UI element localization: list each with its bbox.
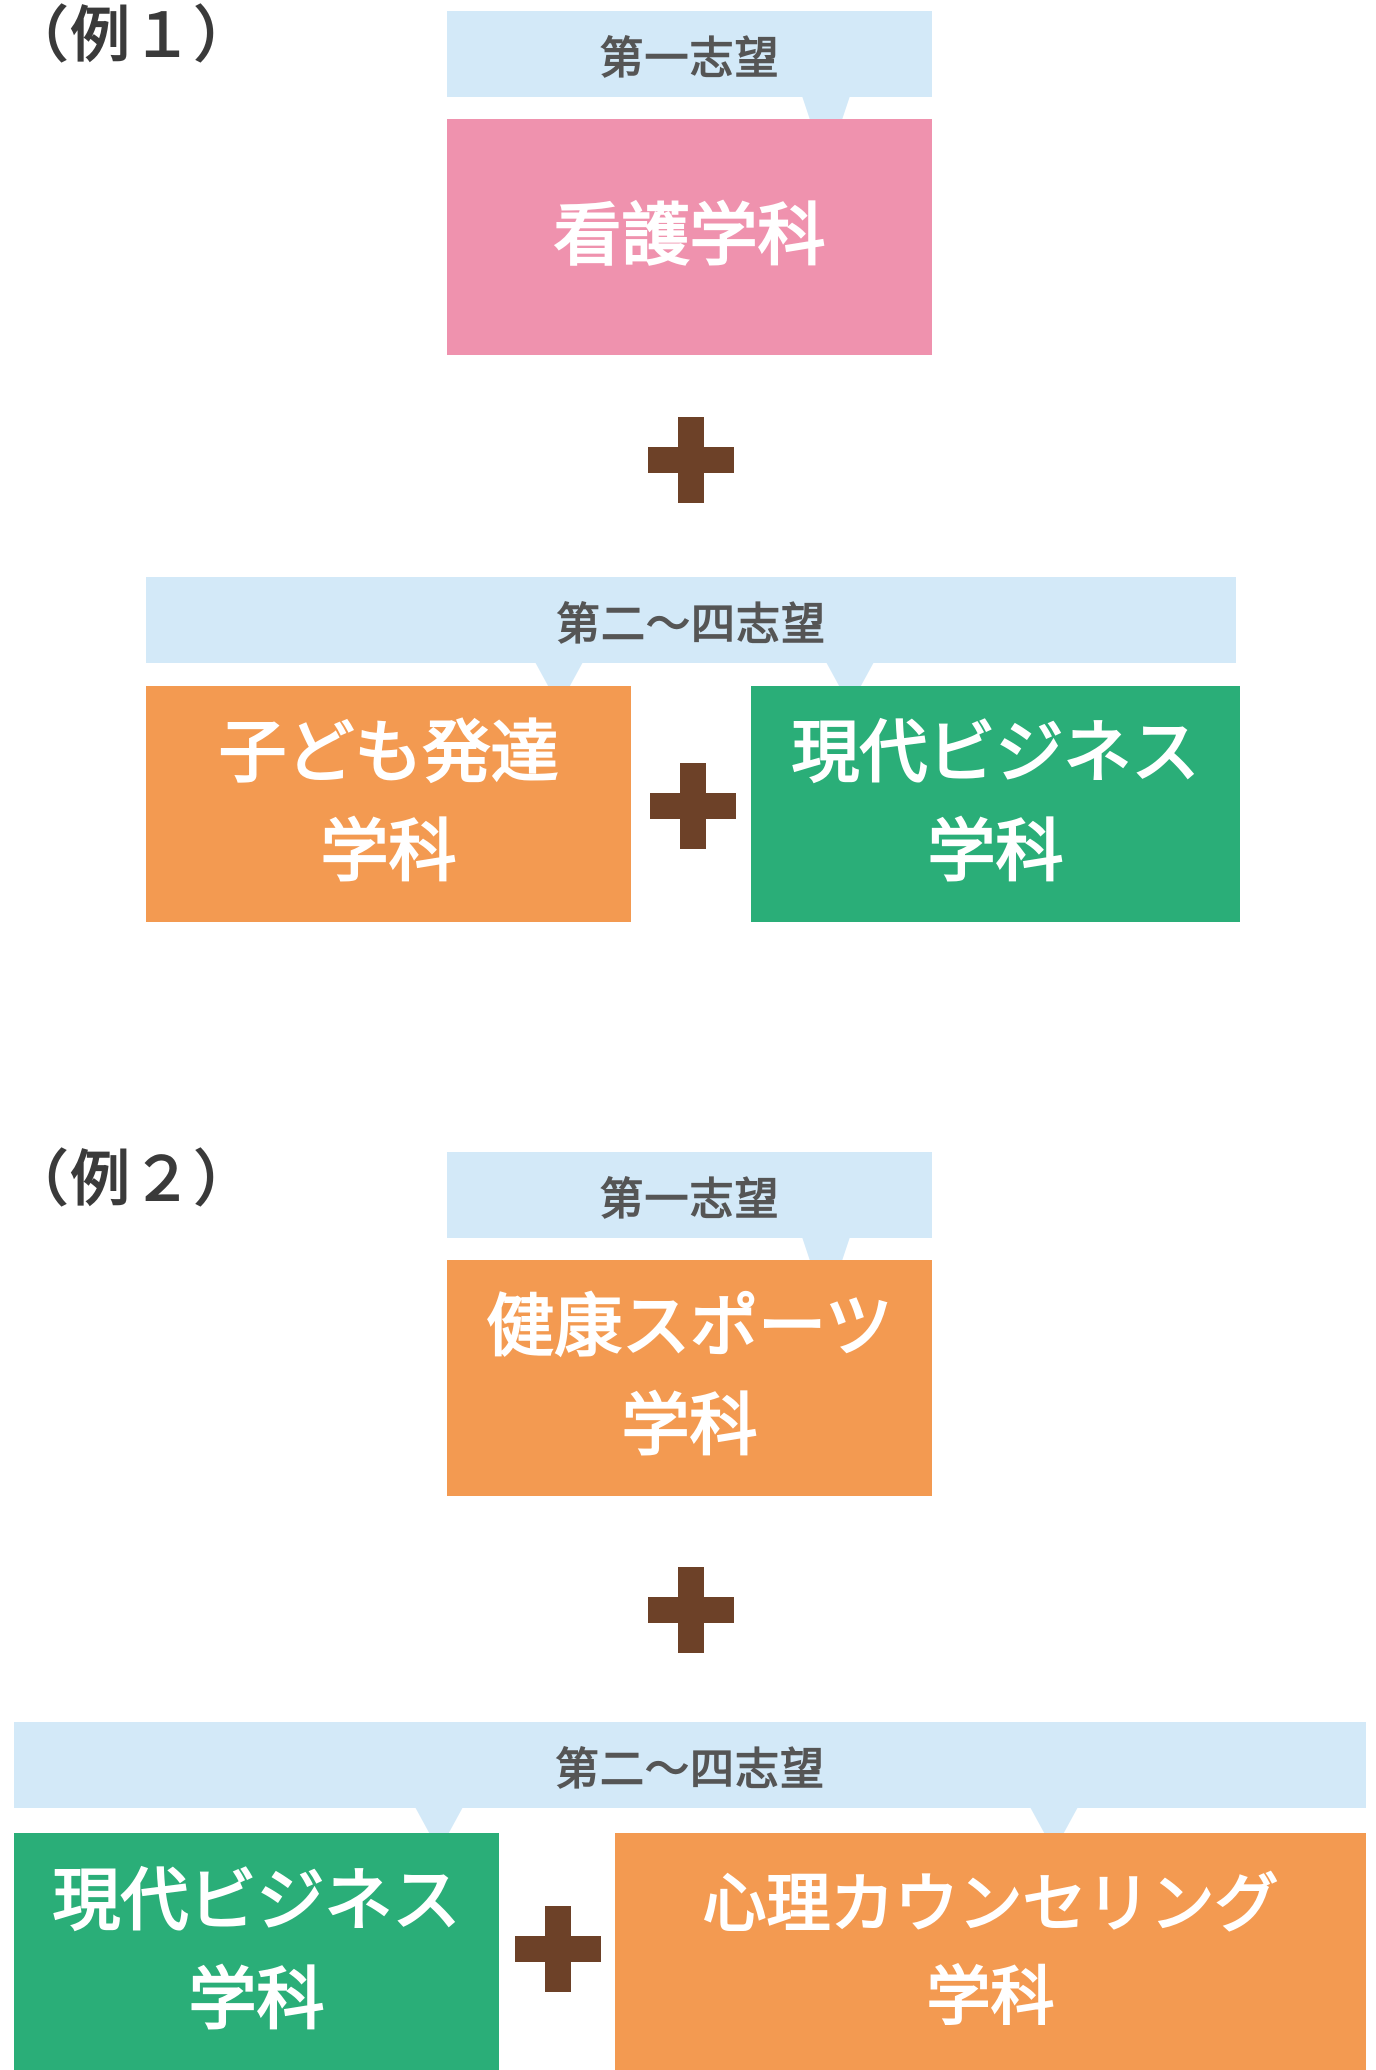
department-name-line2: 学科 (320, 813, 457, 892)
plus-icon (648, 1567, 734, 1653)
example-1-label: （例１） (8, 1, 256, 71)
department-name-line1: 心理カウンセリング (702, 1867, 1279, 1942)
department-name-line1: 子ども発達 (218, 714, 559, 794)
department-name-line2: 学科 (926, 1960, 1055, 2035)
other-choices-band: 第二～四志望 (146, 577, 1236, 663)
department-name-line1: 現代ビジネス (791, 714, 1200, 794)
department-modern-business: 現代ビジネス 学科 (751, 686, 1240, 922)
department-name-line1: 健康スポーツ (486, 1288, 893, 1368)
department-psychological-counseling: 心理カウンセリング 学科 (615, 1833, 1366, 2070)
example-2-label: （例２） (8, 1145, 256, 1215)
first-choice-band: 第一志望 (447, 11, 932, 97)
department-modern-business: 現代ビジネス 学科 (14, 1833, 499, 2070)
other-choices-band: 第二～四志望 (14, 1722, 1366, 1808)
department-name-line2: 学科 (927, 813, 1064, 892)
department-name-line2: 学科 (621, 1387, 758, 1466)
department-name-line2: 学科 (188, 1960, 325, 2040)
first-choice-label: 第一志望 (599, 1174, 780, 1225)
department-nursing: 看護学科 (447, 119, 932, 355)
other-choices-label: 第二～四志望 (556, 599, 826, 650)
plus-icon (650, 763, 736, 849)
first-choice-label: 第一志望 (599, 33, 780, 84)
first-choice-band: 第一志望 (447, 1152, 932, 1238)
department-health-sports: 健康スポーツ 学科 (447, 1260, 932, 1496)
department-name: 看護学科 (553, 196, 826, 276)
other-choices-label: 第二～四志望 (555, 1744, 825, 1795)
department-child-development: 子ども発達 学科 (146, 686, 631, 922)
department-name-line1: 現代ビジネス (52, 1861, 461, 1941)
plus-icon (648, 417, 734, 503)
plus-icon (515, 1906, 601, 1992)
